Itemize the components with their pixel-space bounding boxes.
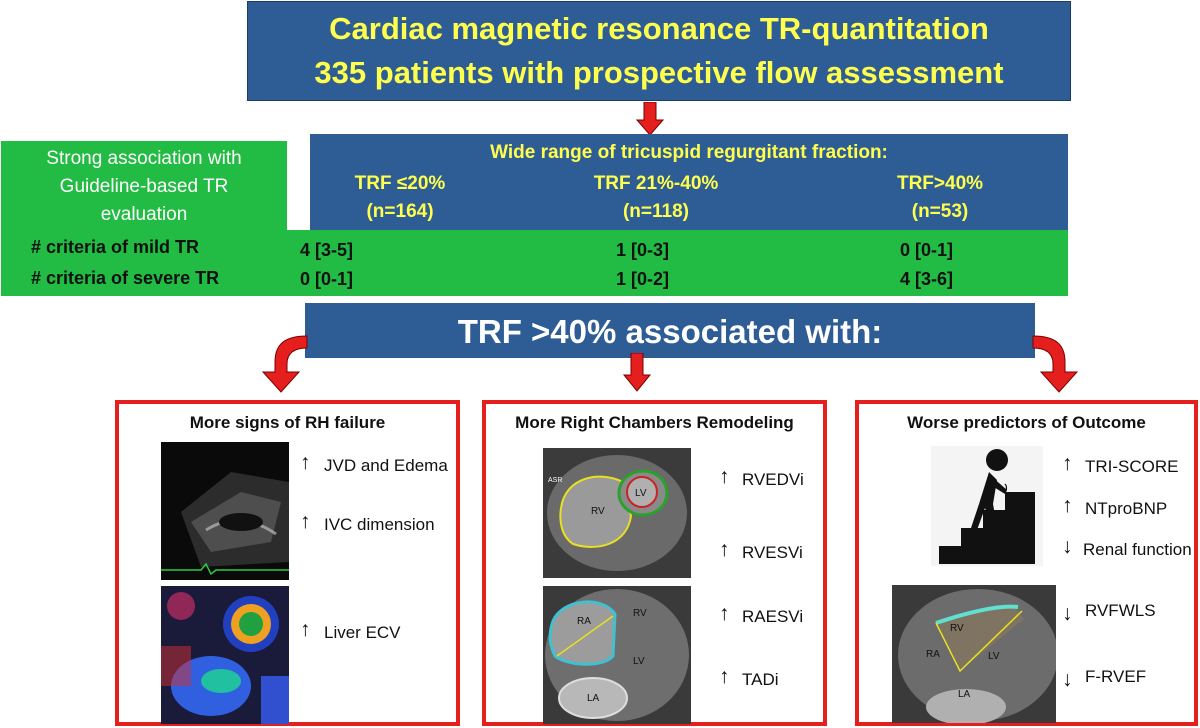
panel-title: Worse predictors of Outcome xyxy=(907,413,1146,432)
arrow-down-icon: ↓ xyxy=(1062,535,1073,558)
label-rvfwls: RVFWLS xyxy=(1085,601,1156,620)
arrow-up-icon: ↑ xyxy=(1062,494,1073,517)
rv-label: RV xyxy=(633,608,647,619)
range-heading: Wide range of tricuspid regurgitant frac… xyxy=(490,142,888,163)
mild-value-group3: 0 [0-1] xyxy=(900,240,954,260)
severe-criteria-label: # criteria of severe TR xyxy=(31,268,220,288)
arrow-down-icon: ↓ xyxy=(1062,602,1073,625)
label-f-rvef: F-RVEF xyxy=(1085,667,1147,686)
down-arrow-middle-icon xyxy=(622,353,652,392)
severe-value-group3: 4 [3-6] xyxy=(900,269,954,289)
cmr-short-axis-image: ASR RV LV xyxy=(543,448,691,578)
rv-label: RV xyxy=(591,506,605,517)
lv-label: LV xyxy=(633,656,645,667)
curved-arrow-left-icon xyxy=(261,335,308,393)
arrow-up-icon: ↑ xyxy=(300,451,311,474)
group-trf-mid: TRF 21%-40% (n=118) xyxy=(556,170,756,226)
panel-title: More Right Chambers Remodeling xyxy=(515,413,794,432)
label-rvesvi: RVESVi xyxy=(742,543,803,562)
group-count: (n=118) xyxy=(622,201,689,222)
group-trf-low: TRF ≤20% (n=164) xyxy=(300,170,500,226)
echo-ultrasound-image xyxy=(161,442,289,580)
asr-label: ASR xyxy=(548,477,562,484)
arrow-up-icon: ↑ xyxy=(719,538,730,561)
la-label: LA xyxy=(587,693,600,704)
arrow-up-icon: ↑ xyxy=(300,618,311,641)
arrow-up-icon: ↑ xyxy=(719,465,730,488)
mild-criteria-label: # criteria of mild TR xyxy=(31,237,200,257)
label-renal-function: Renal function xyxy=(1083,540,1192,559)
title-banner: Cardiac magnetic resonance TR-quantitati… xyxy=(247,1,1071,101)
severe-value-group2: 1 [0-2] xyxy=(616,269,670,289)
cmr-four-chamber-image: RA RV LV LA xyxy=(543,586,691,724)
mild-value-group1: 4 [3-5] xyxy=(300,240,354,260)
ra-label: RA xyxy=(926,649,940,660)
trf-association-banner: TRF >40% associated with: xyxy=(305,303,1035,358)
label-tadi: TADi xyxy=(742,670,779,689)
arrow-up-icon: ↑ xyxy=(1062,452,1073,475)
panel-title: More signs of RH failure xyxy=(189,413,386,432)
regurgitant-fraction-box: Wide range of tricuspid regurgitant frac… xyxy=(310,134,1068,230)
panel-outcome-predictors: Worse predictors of Outcome RV RA LV LA … xyxy=(855,400,1198,726)
panel-rh-failure: More signs of RH failure ↑ JVD and Edema… xyxy=(115,400,460,726)
group-count: (n=164) xyxy=(366,201,434,222)
label-raesvi: RAESVi xyxy=(742,607,804,626)
group-label: TRF 21%-40% xyxy=(593,173,719,194)
person-climbing-stairs-icon xyxy=(931,446,1043,566)
label-ntprobnp: NTproBNP xyxy=(1085,499,1168,518)
down-arrow-icon xyxy=(635,102,665,136)
arrow-down-icon: ↓ xyxy=(1062,668,1073,691)
group-trf-high: TRF>40% (n=53) xyxy=(840,170,1040,226)
mild-value-group2: 1 [0-3] xyxy=(616,240,670,260)
ra-label: RA xyxy=(577,616,591,627)
label-ivc-dimension: IVC dimension xyxy=(324,515,435,534)
association-line-2: Guideline-based TR xyxy=(59,176,229,197)
lv-label: LV xyxy=(988,651,1000,662)
label-jvd-edema: JVD and Edema xyxy=(324,456,448,475)
association-line-1: Strong association with xyxy=(46,148,242,169)
severe-value-group1: 0 [0-1] xyxy=(300,269,354,289)
group-label: TRF>40% xyxy=(896,173,984,194)
arrow-up-icon: ↑ xyxy=(719,602,730,625)
la-label: LA xyxy=(958,689,971,700)
liver-ecv-map-image xyxy=(161,586,289,724)
arrow-up-icon: ↑ xyxy=(300,510,311,533)
arrow-up-icon: ↑ xyxy=(719,665,730,688)
panel-right-chambers-remodeling: More Right Chambers Remodeling ASR RV LV… xyxy=(482,400,827,726)
label-tri-score: TRI-SCORE xyxy=(1085,457,1179,476)
group-label: TRF ≤20% xyxy=(354,173,446,194)
cmr-strain-image: RV RA LV LA xyxy=(892,585,1056,723)
lv-label: LV xyxy=(635,488,647,499)
rv-label: RV xyxy=(950,623,964,634)
association-box: Strong association with Guideline-based … xyxy=(1,141,287,230)
label-rvedvi: RVEDVi xyxy=(742,470,804,489)
group-count: (n=53) xyxy=(911,201,969,222)
criteria-band: # criteria of mild TR # criteria of seve… xyxy=(1,230,1068,296)
curved-arrow-right-icon xyxy=(1032,335,1079,393)
title-line-2: 335 patients with prospective flow asses… xyxy=(314,55,1004,90)
association-line-3: evaluation xyxy=(100,204,188,225)
label-liver-ecv: Liver ECV xyxy=(324,623,401,642)
title-line-1: Cardiac magnetic resonance TR-quantitati… xyxy=(329,11,989,46)
